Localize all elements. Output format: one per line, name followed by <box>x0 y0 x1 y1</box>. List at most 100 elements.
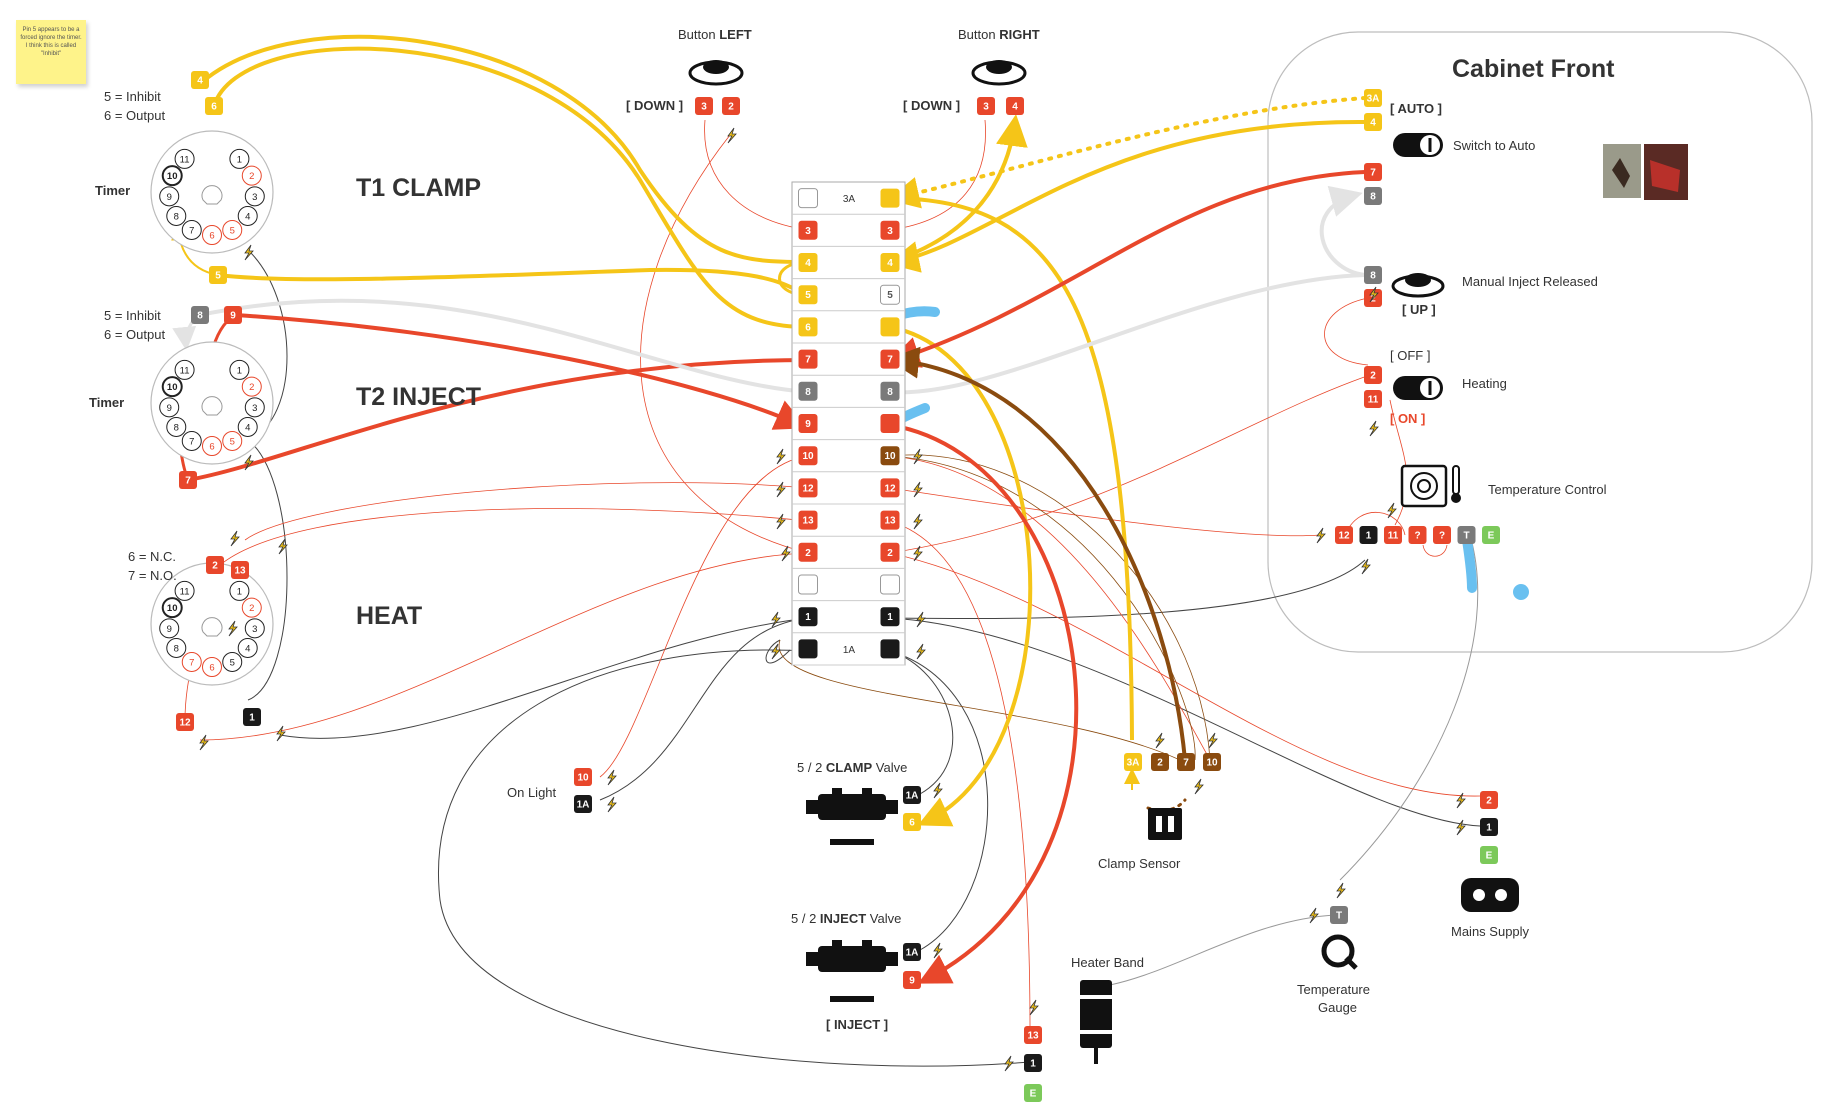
timer2-tag-9[interactable]: 9 <box>224 306 242 324</box>
timer2-pin[interactable]: 1 <box>229 359 250 380</box>
button-left-pin-3[interactable]: 3 <box>695 97 713 115</box>
timer3-pin[interactable]: 2 <box>241 597 262 618</box>
timer1-pin[interactable]: 6 <box>202 225 222 245</box>
temperature-gauge-icon[interactable] <box>1321 934 1358 970</box>
timer1-pin[interactable]: 5 <box>222 219 243 240</box>
terminal-right-11[interactable]: 2 <box>880 542 900 562</box>
button-left-icon[interactable] <box>688 60 744 86</box>
mains-tag-1[interactable]: 1 <box>1480 818 1498 836</box>
terminal-left-8[interactable]: 10 <box>798 446 818 466</box>
terminal-left-13[interactable]: 1 <box>798 607 818 627</box>
timer3-pin[interactable]: 1 <box>229 580 250 601</box>
button-right-pin-3[interactable]: 3 <box>977 97 995 115</box>
clamp-valve-tag-1a[interactable]: 1A <box>903 786 921 804</box>
terminal-right-5[interactable]: 7 <box>880 349 900 369</box>
inject-valve-tag-1a[interactable]: 1A <box>903 943 921 961</box>
sticky-note[interactable]: Pin 5 appears to be a forced ignore the … <box>16 20 86 84</box>
timer2-tag-7[interactable]: 7 <box>179 471 197 489</box>
terminal-left-14[interactable] <box>798 639 818 659</box>
timer1-pin[interactable]: 9 <box>159 186 180 207</box>
timer2-pin[interactable]: 5 <box>222 430 243 451</box>
terminal-left-7[interactable]: 9 <box>798 414 818 433</box>
timer1-pin[interactable]: 3 <box>244 186 265 207</box>
clamp-valve-icon[interactable] <box>806 788 898 845</box>
temperature-control-icon[interactable] <box>1400 464 1461 508</box>
heater-tag-13[interactable]: 13 <box>1024 1026 1042 1044</box>
temp-control-tag[interactable]: ? <box>1433 526 1451 544</box>
timer3-pin[interactable]: 5 <box>222 651 243 672</box>
timer3-tag-2[interactable]: 2 <box>206 556 224 574</box>
timer2-pin[interactable]: 8 <box>166 416 187 437</box>
timer3-pin[interactable]: 8 <box>166 637 187 658</box>
heating-toggle-switch[interactable] <box>1393 376 1443 400</box>
temp-control-tag[interactable]: 12 <box>1335 526 1353 544</box>
photo-thumbnail-2[interactable] <box>1644 144 1688 200</box>
terminal-right-0[interactable] <box>880 188 900 208</box>
terminal-left-11[interactable]: 2 <box>798 542 818 562</box>
timer3-tag-12[interactable]: 12 <box>176 713 194 731</box>
terminal-left-4[interactable]: 6 <box>798 317 818 337</box>
terminal-left-0[interactable] <box>798 188 818 209</box>
temp-gauge-tag-t[interactable]: T <box>1330 906 1348 924</box>
timer3-pin[interactable]: 11 <box>174 580 195 601</box>
timer1-pin[interactable]: 7 <box>181 219 202 240</box>
on-light-tag-10[interactable]: 10 <box>574 768 592 786</box>
timer1-tag-6[interactable]: 6 <box>205 97 223 115</box>
clamp-sensor-tag-2[interactable]: 2 <box>1151 753 1169 771</box>
terminal-right-9[interactable]: 12 <box>880 478 900 498</box>
temp-control-tag[interactable]: 1 <box>1359 526 1378 544</box>
terminal-left-5[interactable]: 7 <box>798 349 818 369</box>
photo-thumbnail-1[interactable] <box>1603 144 1641 198</box>
button-right-icon[interactable] <box>971 60 1027 86</box>
auto-toggle-switch[interactable] <box>1393 133 1443 157</box>
terminal-right-13[interactable]: 1 <box>880 607 900 627</box>
temp-control-tag[interactable]: ? <box>1408 526 1427 544</box>
cabinet-tag-7[interactable]: 7 <box>1364 163 1382 181</box>
on-light-tag-1a[interactable]: 1A <box>574 795 592 813</box>
timer2-pin[interactable]: 11 <box>174 359 195 380</box>
timer1-pin[interactable]: 2 <box>241 165 262 186</box>
manual-inject-button-icon[interactable] <box>1391 273 1445 298</box>
timer1-pin[interactable]: 10 <box>161 165 183 187</box>
inject-valve-tag-9[interactable]: 9 <box>903 971 921 989</box>
heating-tag-11[interactable]: 11 <box>1364 390 1382 408</box>
terminal-left-2[interactable]: 4 <box>798 253 818 272</box>
clamp-valve-tag-6[interactable]: 6 <box>903 813 921 831</box>
timer2-pin[interactable]: 3 <box>244 397 265 418</box>
terminal-right-4[interactable] <box>880 317 900 337</box>
terminal-left-1[interactable]: 3 <box>798 220 818 240</box>
manual-tag-8[interactable]: 8 <box>1364 266 1382 284</box>
terminal-right-14[interactable] <box>880 639 900 659</box>
terminal-right-12[interactable] <box>880 574 900 595</box>
heater-tag-e[interactable]: E <box>1024 1084 1042 1102</box>
mains-tag-e[interactable]: E <box>1480 846 1498 864</box>
button-right-pin-4[interactable]: 4 <box>1006 97 1024 115</box>
mains-supply-icon[interactable] <box>1461 878 1519 912</box>
timer1-pin[interactable]: 11 <box>174 148 195 169</box>
heater-tag-1[interactable]: 1 <box>1024 1054 1042 1072</box>
terminal-right-7[interactable] <box>880 414 900 433</box>
timer2-pin[interactable]: 7 <box>181 430 202 451</box>
timer3-pin[interactable]: 4 <box>237 637 258 658</box>
terminal-left-12[interactable] <box>798 574 818 595</box>
terminal-right-3[interactable]: 5 <box>880 284 900 305</box>
terminal-right-6[interactable]: 8 <box>880 381 900 401</box>
mains-tag-2[interactable]: 2 <box>1480 791 1498 809</box>
cabinet-tag-8[interactable]: 8 <box>1364 187 1382 205</box>
timer2-pin[interactable]: 2 <box>241 376 262 397</box>
temp-control-tag[interactable]: E <box>1482 526 1500 544</box>
cabinet-tag-4[interactable]: 4 <box>1364 113 1382 131</box>
timer1-pin[interactable]: 1 <box>229 148 250 169</box>
timer3-tag-1[interactable]: 1 <box>243 708 261 726</box>
timer1-tag-4[interactable]: 4 <box>191 71 209 89</box>
timer3-pin[interactable]: 9 <box>159 618 180 639</box>
terminal-left-10[interactable]: 13 <box>798 510 818 530</box>
clamp-sensor-tag-7[interactable]: 7 <box>1177 753 1195 771</box>
terminal-right-10[interactable]: 13 <box>880 510 900 530</box>
heating-tag-2[interactable]: 2 <box>1364 366 1382 384</box>
timer1-pin[interactable]: 8 <box>166 205 187 226</box>
timer1-pin[interactable]: 4 <box>237 205 258 226</box>
timer3-pin[interactable]: 7 <box>181 651 202 672</box>
